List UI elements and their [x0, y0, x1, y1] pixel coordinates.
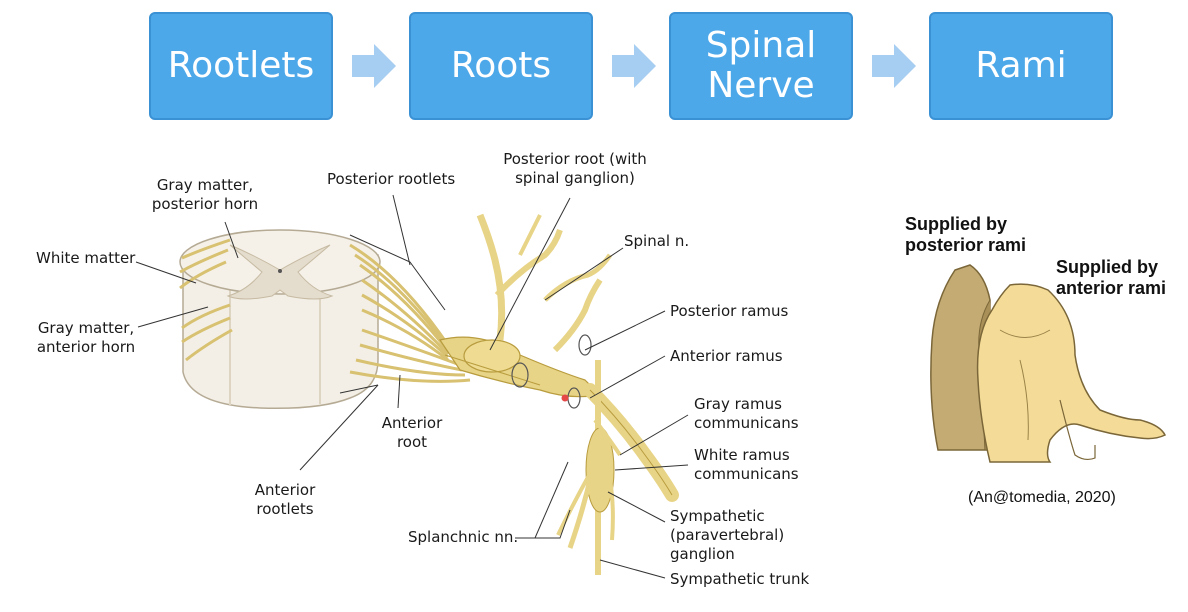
- label-gray-matter-posterior-horn: Gray matter, posterior horn: [151, 176, 259, 213]
- flow-step-rami: Rami: [929, 12, 1113, 120]
- label-posterior-ramus: Posterior ramus: [670, 302, 789, 320]
- leader-lines: [135, 194, 689, 579]
- label-white-ramus-communicans: White ramus communicans: [694, 446, 799, 483]
- label-sympathetic-trunk: Sympathetic trunk: [670, 570, 810, 588]
- left-rootlets: [179, 238, 233, 362]
- label-posterior-rootlets: Posterior rootlets: [327, 170, 456, 188]
- torso-illustration: [930, 264, 1167, 463]
- label-white-matter: White matter: [36, 249, 136, 267]
- label-posterior-root: Posterior root (with spinal ganglion): [503, 150, 647, 187]
- label-anterior-ramus: Anterior ramus: [670, 347, 783, 365]
- posterior-rootlets: [349, 243, 450, 362]
- label-gray-matter-anterior-horn: Gray matter, anterior horn: [36, 319, 136, 356]
- anterior-rootlets: [349, 328, 471, 383]
- label-gray-ramus-communicans: Gray ramus communicans: [694, 395, 799, 432]
- flow-step-rootlets: Rootlets: [149, 12, 333, 120]
- label-anterior-rootlets: Anterior rootlets: [254, 481, 316, 518]
- label-sympathetic-ganglion: Sympathetic (paravertebral) ganglion: [670, 507, 785, 563]
- label-supplied-by-posterior-rami: Supplied by posterior rami: [905, 214, 1027, 255]
- flow-step-roots: Roots: [409, 12, 593, 120]
- spinal-nerve: [439, 213, 679, 575]
- label-splanchnic-nerves: Splanchnic nn.: [408, 528, 519, 546]
- spinal-cord: [179, 229, 381, 410]
- flow-arrow-icon: [872, 44, 916, 88]
- citation: (An@tomedia, 2020): [968, 489, 1116, 506]
- label-anterior-root: Anterior root: [381, 414, 443, 451]
- flow-arrow-icon: [612, 44, 656, 88]
- flow-arrow-icon: [352, 44, 396, 88]
- label-supplied-by-anterior-rami: Supplied by anterior rami: [1056, 257, 1167, 298]
- flow-step-spinal-nerve: Spinal Nerve: [669, 12, 853, 120]
- label-spinal-nerve: Spinal n.: [624, 232, 690, 250]
